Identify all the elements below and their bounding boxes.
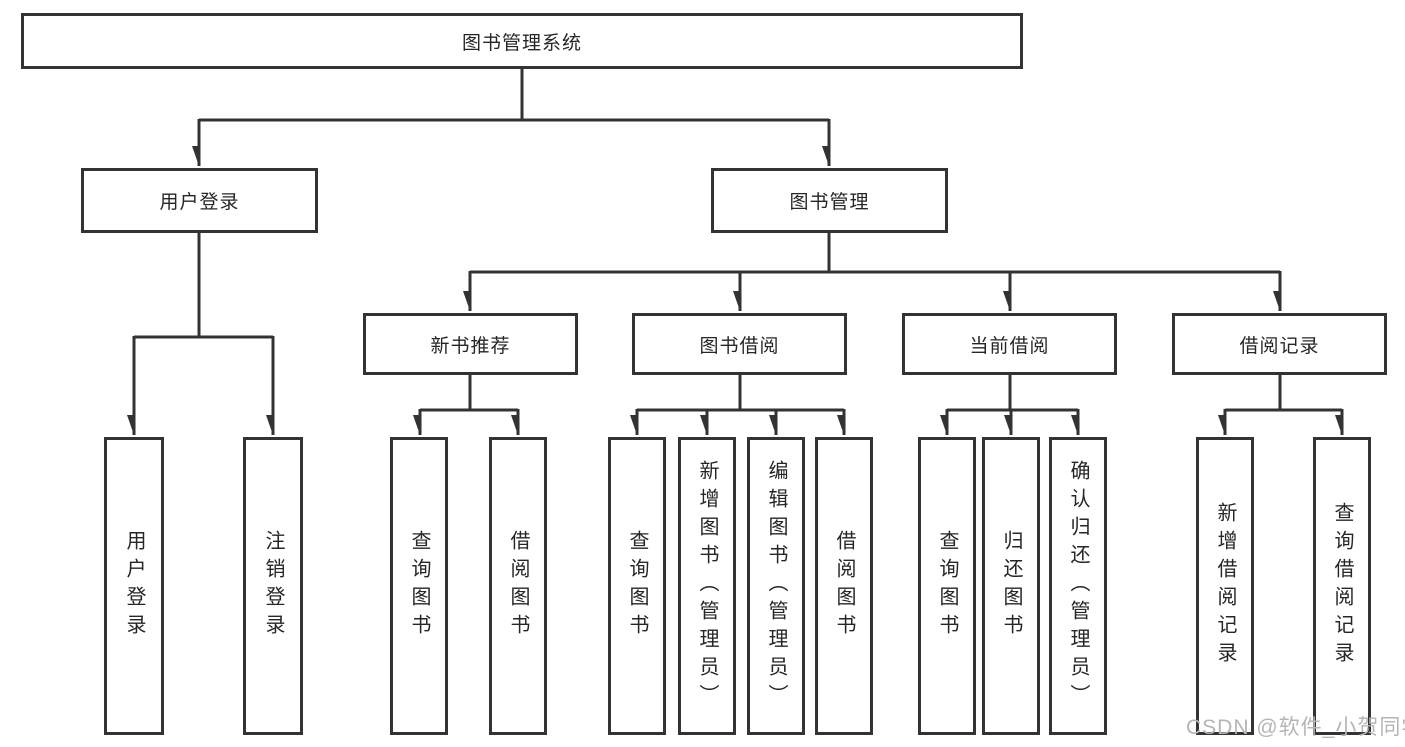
node-current-borrowing: 当前借阅 bbox=[902, 313, 1117, 375]
node-borrowing-records: 借阅记录 bbox=[1172, 313, 1387, 375]
leaf-add-books-admin: 新增图书（管理员） bbox=[678, 437, 736, 735]
leaf-borrow-books-recommend: 借阅图书 bbox=[489, 437, 547, 735]
node-book-management: 图书管理 bbox=[711, 168, 948, 233]
leaf-borrow-books: 借阅图书 bbox=[815, 437, 873, 735]
node-book-borrowing: 图书借阅 bbox=[632, 313, 847, 375]
leaf-logout: 注销登录 bbox=[243, 437, 303, 735]
node-user-login: 用户登录 bbox=[81, 168, 318, 233]
leaf-query-books-recommend: 查询图书 bbox=[390, 437, 448, 735]
leaf-query-borrow-record: 查询借阅记录 bbox=[1313, 437, 1371, 735]
leaf-query-books-borrow: 查询图书 bbox=[608, 437, 666, 735]
node-root: 图书管理系统 bbox=[21, 13, 1023, 69]
leaf-return-books: 归还图书 bbox=[982, 437, 1040, 735]
leaf-query-books-current: 查询图书 bbox=[918, 437, 976, 735]
leaf-add-borrow-record: 新增借阅记录 bbox=[1196, 437, 1254, 735]
leaf-edit-books-admin: 编辑图书（管理员） bbox=[747, 437, 805, 735]
leaf-confirm-return-admin: 确认归还（管理员） bbox=[1049, 437, 1107, 735]
node-new-book-recommendation: 新书推荐 bbox=[363, 313, 578, 375]
leaf-user-login: 用户登录 bbox=[104, 437, 164, 735]
csdn-watermark: CSDN @软件_小贺同学 bbox=[1186, 716, 1405, 739]
